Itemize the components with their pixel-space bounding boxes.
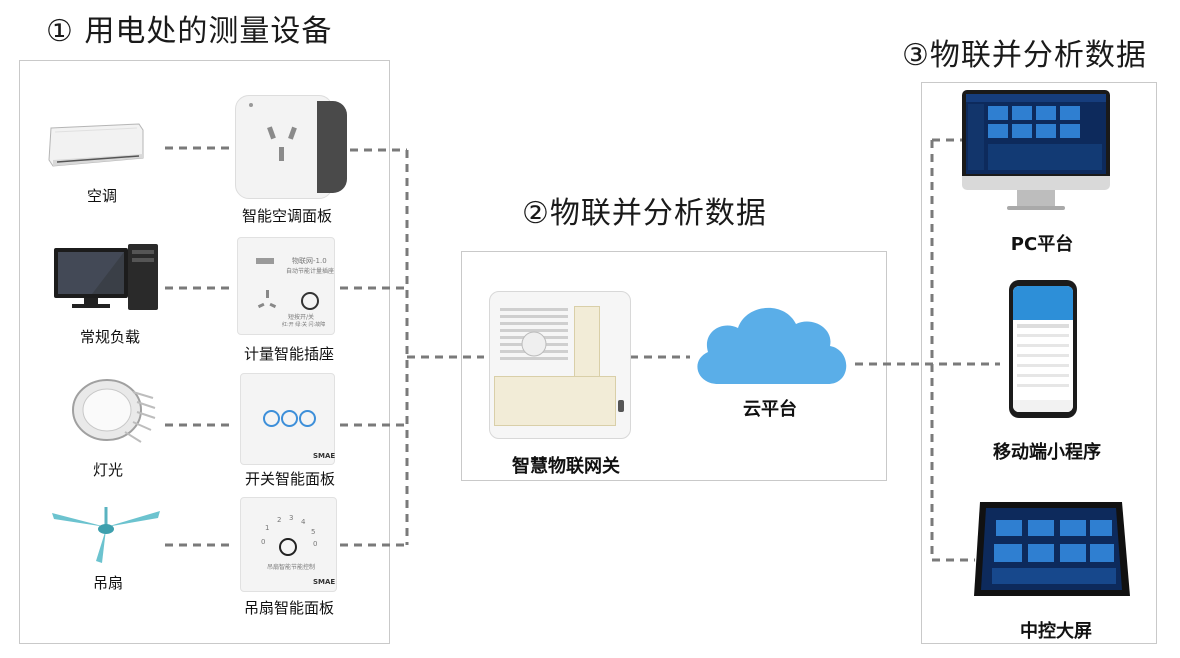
switch-button-1 (263, 410, 280, 427)
fan-dial-caption: 吊扇智能节能控制 (267, 564, 316, 571)
heading-iot-analysis-right: ③物联并分析数据 (902, 38, 1147, 73)
smartphone-icon (1009, 280, 1077, 418)
dial-mark-0b: 0 (313, 540, 318, 548)
dial-mark-4: 4 (301, 518, 306, 526)
switch-button-2 (281, 410, 298, 427)
load-label-desktop: 常规负载 (79, 328, 141, 346)
fan-dial-icon: 0 1 2 3 4 5 0 吊扇智能节能控制 SMAE (240, 497, 337, 592)
dial-mark-3: 3 (289, 514, 294, 522)
desktop-computer-icon (54, 244, 158, 310)
metering-socket-legend: 红:开 绿:关 闪:故障 (282, 322, 326, 328)
ceiling-fan-icon (52, 507, 160, 563)
dial-mark-5: 5 (311, 528, 316, 536)
dial-mark-1: 1 (265, 524, 270, 532)
load-label-downlight: 灯光 (92, 461, 124, 479)
touch-switch-icon: SMAE (240, 373, 335, 465)
load-label-ceiling-fan: 吊扇 (92, 574, 124, 592)
tablet-screen-icon (974, 502, 1130, 596)
downlight-icon (72, 379, 156, 443)
metering-socket-subtitle: 自动节能计量插座 (286, 268, 335, 275)
device-label-smart-ac: 智能空调面板 (241, 207, 333, 225)
terminal-label-mobile: 移动端小程序 (993, 442, 1101, 463)
dial-mark-0a: 0 (261, 538, 266, 546)
heading-measurement-devices: ① 用电处的测量设备 (46, 14, 333, 49)
switch-brand-mark: SMAE (313, 452, 336, 460)
device-label-metering-socket: 计量智能插座 (243, 345, 335, 363)
switch-button-3 (299, 410, 316, 427)
metering-socket-title: 物联网-1.0 (292, 257, 327, 265)
fan-dial-knob (279, 538, 297, 556)
heading-iot-analysis-center: ②物联并分析数据 (522, 196, 767, 231)
gateway-label: 智慧物联网关 (512, 456, 620, 477)
terminal-label-pc: PC平台 (1010, 234, 1074, 255)
metering-socket-button (301, 292, 319, 310)
metering-socket-hint: 短按开/关 (288, 314, 315, 321)
load-label-air-conditioner: 空调 (86, 187, 118, 205)
iot-gateway-icon (489, 291, 631, 439)
metering-socket-icon: 物联网-1.0 自动节能计量插座 短按开/关 红:开 绿:关 闪:故障 (237, 237, 335, 335)
dial-mark-2: 2 (277, 516, 282, 524)
smart-ac-socket-icon (235, 95, 347, 199)
device-label-touch-switch: 开关智能面板 (244, 470, 336, 488)
cloud-icon (697, 307, 847, 384)
desktop-monitor-icon (962, 90, 1110, 214)
fan-dial-brand-mark: SMAE (313, 578, 336, 586)
terminal-label-control-screen: 中控大屏 (1020, 621, 1092, 642)
device-label-fan-dial: 吊扇智能面板 (243, 599, 335, 617)
cloud-label: 云平台 (743, 399, 797, 420)
air-conditioner-icon (48, 123, 144, 167)
